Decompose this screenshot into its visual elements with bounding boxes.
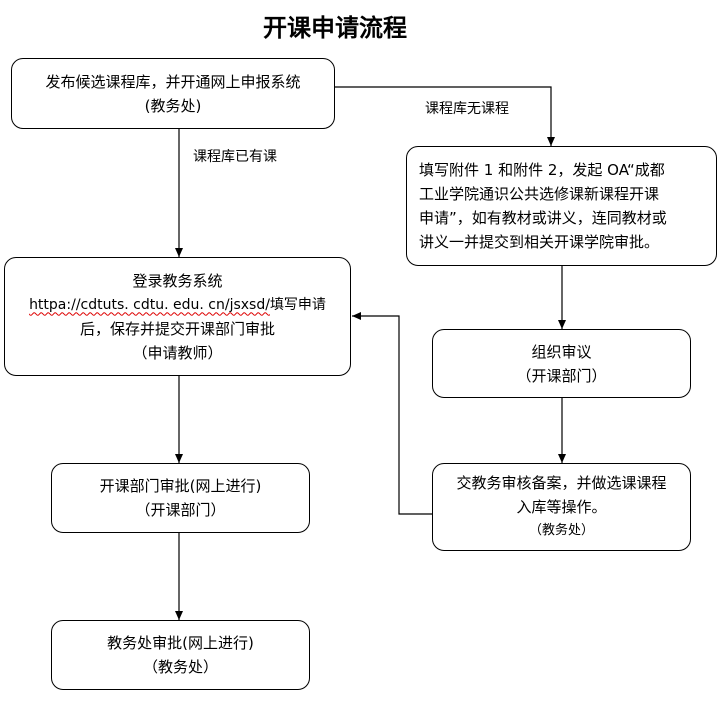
dept-line-2: （开课部门） (135, 501, 226, 519)
login-line-2-rest: 填写申请 (269, 296, 326, 313)
fill-line-1: 填写附件 1 和附件 2，发起 OA“成都 (419, 161, 665, 179)
dept-line-1: 开课部门审批(网上进行) (99, 477, 262, 495)
page-title: 开课申请流程 (263, 14, 407, 42)
arrow-record-to-login (352, 312, 432, 515)
record-line-1: 交教务审核备案，并做选课课程 (456, 474, 667, 492)
login-line-3: 后，保存并提交开课部门审批 (79, 319, 275, 338)
office-line-2: （教务处） (142, 658, 218, 676)
office-approval-box: 教务处审批(网上进行) （教务处） (51, 620, 310, 690)
label-no-course: 课程库无课程 (425, 101, 509, 117)
fill-line-2: 工业学院通识公共选修课新课程开课 (419, 185, 660, 203)
record-line-2: 入库等操作。 (516, 498, 607, 516)
login-line-1: 登录教务系统 (132, 271, 223, 290)
review-line-1: 组织审议 (531, 342, 592, 361)
login-system-box: 登录教务系统 httpa://cdtuts. cdtu. edu. cn/jsx… (4, 257, 351, 376)
publish-course-library-box: 发布候选课程库，并开通网上申报系统 (教务处) (11, 58, 335, 129)
system-url: httpa://cdtuts. cdtu. edu. cn/jsxsd/ (29, 296, 270, 313)
review-line-2: （开课部门） (516, 366, 607, 385)
login-line-2: httpa://cdtuts. cdtu. edu. cn/jsxsd/填写申请 (5, 293, 350, 317)
fill-attachments-box: 填写附件 1 和附件 2，发起 OA“成都 工业学院通识公共选修课新课程开课 申… (406, 146, 717, 266)
file-record-box: 交教务审核备案，并做选课课程 入库等操作。 （教务处） (432, 463, 691, 551)
organize-review-box: 组织审议 （开课部门） (432, 329, 691, 398)
office-line-1: 教务处审批(网上进行) (107, 634, 254, 652)
fill-line-4: 讲义一并提交到相关开课学院审批。 (419, 233, 660, 251)
department-approval-box: 开课部门审批(网上进行) （开课部门） (51, 463, 310, 533)
publish-line-1: 发布候选课程库，并开通网上申报系统 (45, 72, 301, 91)
record-line-3: （教务处） (528, 523, 594, 538)
arrow-publish-to-fill (335, 86, 555, 146)
fill-line-3: 申请”，如有教材或讲义，连同教材或 (419, 209, 667, 227)
login-line-4: （申请教师） (132, 343, 223, 362)
label-has-course: 课程库已有课 (193, 149, 277, 165)
publish-line-2: (教务处) (144, 96, 202, 115)
